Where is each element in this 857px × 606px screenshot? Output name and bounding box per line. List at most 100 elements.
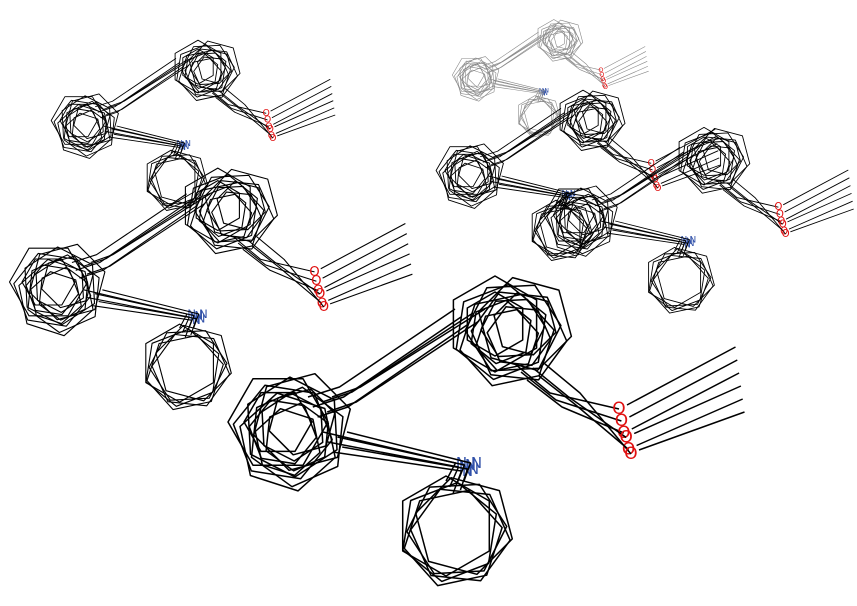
ester-bond: [256, 236, 325, 308]
nitrogen-atom-label: N: [199, 307, 208, 321]
nitrogen-atom-label: N: [456, 454, 467, 472]
nitrogen-atom-label: N: [459, 458, 470, 476]
nitrogen-atom-label: N: [686, 237, 693, 247]
oxygen-atom-label: O: [602, 81, 607, 89]
aromatic-ring-b-inner: [493, 292, 557, 356]
conformer: ON: [29, 168, 413, 402]
linker-bond: [75, 199, 192, 271]
methyl-bond: [328, 263, 412, 301]
aromatic-ring-a: [64, 93, 119, 148]
aromatic-ring-b: [685, 132, 745, 185]
ester-bond: [221, 94, 272, 136]
aromatic-ring-b: [452, 275, 538, 373]
ester-bond: [715, 179, 779, 208]
methyl-bond: [784, 177, 850, 213]
methyl-bond: [662, 164, 721, 187]
aromatic-ring-a: [252, 372, 352, 472]
methyl-bond: [324, 243, 409, 288]
saturated-ring-c: [655, 247, 715, 307]
aromatic-ring-a-inner: [265, 402, 330, 472]
ester-bond: [563, 55, 602, 75]
oxygen-atom-label: O: [615, 411, 628, 431]
methyl-bond: [322, 233, 408, 279]
aromatic-ring-b-inner: [184, 53, 219, 89]
linker-bond: [105, 64, 190, 116]
saturated-ring-c: [155, 324, 232, 402]
ester-bond: [225, 88, 274, 139]
aromatic-ring-a: [29, 243, 106, 321]
conformer: ON: [13, 174, 408, 407]
saturated-ring-c: [145, 328, 220, 407]
oxygen-atom-label: O: [266, 124, 273, 135]
ester-bond: [544, 363, 632, 455]
aromatic-ring-b: [178, 49, 231, 101]
aromatic-ring-b: [537, 19, 570, 57]
saturated-ring-c: [532, 207, 588, 261]
conformer: ON: [61, 44, 334, 205]
methyl-bond: [275, 107, 335, 134]
linker-bond: [100, 66, 183, 119]
methyl-bond: [638, 411, 745, 451]
saturated-ring-c: [146, 153, 200, 209]
conformer: ON: [454, 22, 647, 136]
aromatic-ring-a: [63, 100, 115, 157]
aromatic-ring-a: [558, 185, 618, 245]
conformer: ON: [50, 39, 331, 206]
ester-bond: [212, 92, 268, 121]
linker-bond: [94, 293, 195, 331]
ester-bond: [561, 52, 601, 71]
aromatic-ring-a: [446, 145, 497, 202]
linker-bond: [90, 193, 211, 264]
conformer: ON: [557, 136, 853, 311]
linker-bond: [116, 125, 185, 154]
aromatic-ring-a-inner: [73, 101, 111, 140]
aromatic-ring-a-inner: [38, 266, 89, 321]
linker-bond: [71, 193, 187, 264]
oxygen-atom-label: O: [315, 287, 325, 302]
nitrogen-atom-label: N: [688, 239, 695, 249]
linker-bond: [346, 431, 472, 482]
oxygen-atom-label: O: [649, 165, 656, 176]
oxygen-atom-label: O: [313, 283, 323, 298]
oxygen-atom-label: O: [620, 428, 633, 448]
oxygen-atom-label: O: [622, 440, 635, 460]
aromatic-ring-a: [27, 254, 100, 334]
aromatic-ring-b-inner: [486, 306, 552, 366]
conformer: ON: [53, 44, 332, 209]
ester-bond: [251, 245, 323, 304]
methyl-bond: [629, 359, 738, 418]
methyl-bond: [626, 346, 736, 406]
aromatic-ring-a-inner: [454, 154, 489, 193]
aromatic-ring-b-inner: [569, 103, 604, 139]
linker-bond: [615, 220, 690, 251]
conformer: ON: [64, 40, 336, 205]
oxygen-atom-label: O: [779, 219, 787, 230]
aromatic-ring-b: [693, 127, 751, 185]
aromatic-ring-b-inner: [578, 106, 615, 140]
aromatic-ring-a: [227, 377, 329, 467]
conformer: ON: [27, 180, 412, 407]
nitrogen-atom-label: N: [471, 454, 482, 472]
linker-bond: [95, 57, 177, 108]
aromatic-ring-b-inner: [198, 186, 247, 238]
ester-bond: [233, 236, 315, 273]
saturated-ring-c: [534, 204, 590, 255]
aromatic-ring-a-inner: [464, 63, 489, 91]
methyl-bond: [606, 61, 648, 80]
aromatic-ring-a-inner: [563, 197, 602, 239]
oxygen-atom-label: O: [774, 202, 782, 213]
aromatic-ring-a: [247, 376, 338, 478]
linker-bond: [108, 57, 193, 108]
nitrogen-atom-label: N: [197, 312, 206, 326]
aromatic-ring-a-inner: [566, 203, 605, 245]
linker-bond: [337, 436, 466, 485]
saturated-ring-c: [149, 154, 205, 205]
methyl-bond: [326, 253, 410, 292]
nitrogen-atom-label: N: [183, 141, 189, 151]
ester-bond: [722, 189, 782, 223]
saturated-ring-c: [649, 255, 709, 314]
aromatic-ring-a: [555, 187, 610, 249]
aromatic-ring-b: [184, 167, 251, 244]
oxygen-atom-label: O: [624, 444, 637, 464]
